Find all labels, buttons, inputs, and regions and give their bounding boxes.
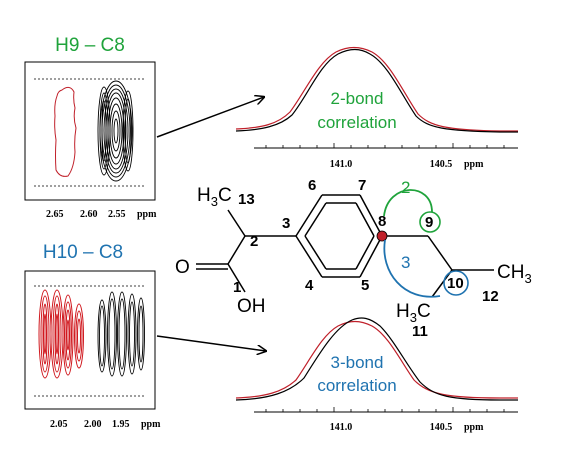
atom-label-oh: OH	[237, 296, 266, 317]
arc-label-2: 2	[401, 178, 410, 197]
spectrum-label-line1: 3-bond	[331, 353, 384, 372]
spectrum-trace-red-top	[235, 46, 518, 132]
hmbc-panel-top	[24, 61, 156, 201]
atom-number: 6	[308, 177, 316, 194]
red-contours-bottom	[38, 289, 84, 379]
spectrum-tick-label: 141.0	[330, 422, 353, 433]
tick-label: 2.65	[46, 209, 64, 220]
black-contours-top	[97, 80, 134, 182]
panel-title-h10-c8: H10 – C8	[43, 242, 123, 263]
atom-number: 1	[233, 279, 241, 296]
c9-highlight-ring	[419, 211, 441, 233]
tick-label: 2.00	[84, 419, 102, 430]
atom-number: 5	[361, 277, 369, 294]
spectrum-label-line2: correlation	[317, 376, 396, 395]
atom-numbers: 1 2 3 4 5 6 7 8 9 10 11 12 13	[233, 177, 499, 340]
spectrum-trace-black-bottom	[235, 317, 518, 401]
spectrum-ticks-bottom	[265, 407, 505, 412]
arrow-to-bottom-spectrum	[156, 335, 266, 351]
spectrum-trace-black-top	[235, 48, 518, 133]
tick-label: 2.55	[108, 209, 126, 220]
atom-number: 8	[378, 213, 386, 230]
red-contour-top	[54, 86, 77, 177]
arrow-to-top-spectrum	[156, 97, 264, 138]
spectrum-unit-label: ppm	[464, 159, 484, 170]
black-contours-bottom	[97, 291, 145, 377]
atom-number: 13	[238, 191, 255, 208]
unit-label: ppm	[137, 209, 157, 220]
tick-label: 2.60	[80, 209, 98, 220]
two-bond-correlation-arc	[383, 189, 433, 217]
atom-number: 11	[412, 323, 428, 340]
atom-number: 4	[305, 277, 314, 294]
spectrum-trace-red-bottom	[235, 320, 518, 399]
three-bond-correlation-arc	[383, 239, 441, 298]
c8-highlight-dot	[376, 230, 388, 242]
spectrum-label-line2: correlation	[317, 113, 396, 132]
atom-number: 10	[447, 275, 464, 292]
spectrum-tick-label: 140.5	[430, 159, 453, 170]
spectrum-tick-label: 141.0	[330, 159, 353, 170]
atom-label-h3c-13: H3C	[197, 185, 232, 209]
spectrum-tick-label: 140.5	[430, 422, 453, 433]
tick-label: 2.05	[50, 419, 68, 430]
spectrum-ticks-top	[265, 143, 505, 148]
atom-number: 12	[482, 288, 499, 305]
unit-label: ppm	[141, 419, 161, 430]
atom-label-o: O	[175, 257, 190, 278]
atom-number: 2	[250, 233, 258, 250]
atom-number: 7	[358, 177, 366, 194]
molecule-bonds	[196, 194, 494, 298]
atom-label-ch3-12: CH3	[497, 262, 532, 286]
spectrum-label-line1: 2-bond	[331, 89, 384, 108]
atom-number: 3	[282, 215, 290, 232]
spectrum-unit-label: ppm	[464, 422, 484, 433]
atom-number: 9	[425, 214, 433, 231]
atom-label-h3c-11: H3C	[396, 301, 431, 325]
c10-highlight-ring	[443, 270, 469, 296]
tick-label: 1.95	[112, 419, 130, 430]
panel-title-h9-c8: H9 – C8	[55, 35, 125, 56]
arc-label-3: 3	[401, 253, 410, 272]
